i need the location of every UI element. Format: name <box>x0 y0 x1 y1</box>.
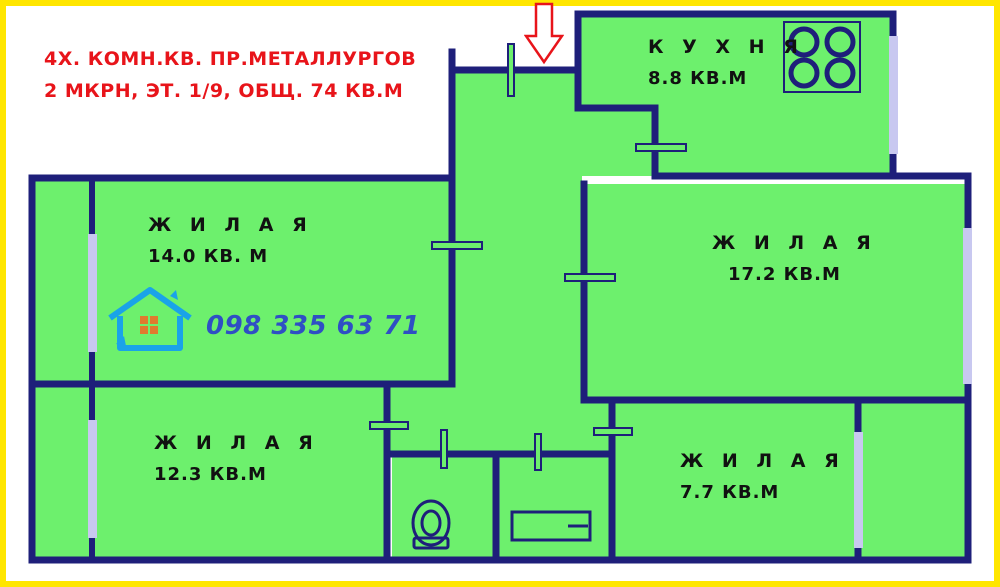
corridor-floor <box>387 386 612 452</box>
house-logo-icon <box>108 287 192 351</box>
living-17-name: Ж И Л А Я <box>712 232 877 254</box>
kitchen-name: К У Х Н Я <box>648 36 804 58</box>
living-7-floor <box>612 402 968 560</box>
door-living-7 <box>593 427 633 436</box>
windows <box>88 36 972 548</box>
stove-icon <box>783 21 861 93</box>
bathtub-icon <box>510 510 592 542</box>
living-12-area: 12.3 КВ.М <box>154 464 267 485</box>
living-14-name: Ж И Л А Я <box>148 214 313 236</box>
kitchen-area: 8.8 КВ.М <box>648 68 748 89</box>
door-kitchen <box>635 143 687 152</box>
living-17-area: 17.2 КВ.М <box>728 264 841 285</box>
door-bath <box>534 433 542 471</box>
living-7-name: Ж И Л А Я <box>680 450 845 472</box>
door-wc <box>440 429 448 469</box>
door-living-17 <box>564 273 616 282</box>
window-left-top <box>88 234 97 352</box>
window-left-bottom <box>88 420 97 538</box>
living-14-area: 14.0 КВ. М <box>148 246 269 267</box>
window-kitchen <box>889 36 898 154</box>
phone-number: 098 335 63 71 <box>206 311 421 341</box>
living-17-floor <box>584 184 968 400</box>
bath-floor <box>499 456 612 560</box>
window-right <box>963 228 972 384</box>
door-entrance <box>507 43 515 97</box>
doors <box>369 43 687 471</box>
title-line-2: 2 МКРН, ЭТ. 1/9, ОБЩ. 74 КВ.М <box>44 80 404 102</box>
toilet-icon <box>411 499 451 550</box>
walls <box>28 10 972 564</box>
door-living-12 <box>369 421 409 430</box>
down-arrow-icon <box>524 2 564 65</box>
living-12-name: Ж И Л А Я <box>154 432 319 454</box>
living-7-area: 7.7 КВ.М <box>680 482 780 503</box>
title-line-1: 4Х. КОМН.КВ. ПР.МЕТАЛЛУРГОВ <box>44 48 417 70</box>
door-living-14 <box>431 241 483 250</box>
window-small-room <box>854 432 863 548</box>
living-14-floor <box>32 178 450 384</box>
